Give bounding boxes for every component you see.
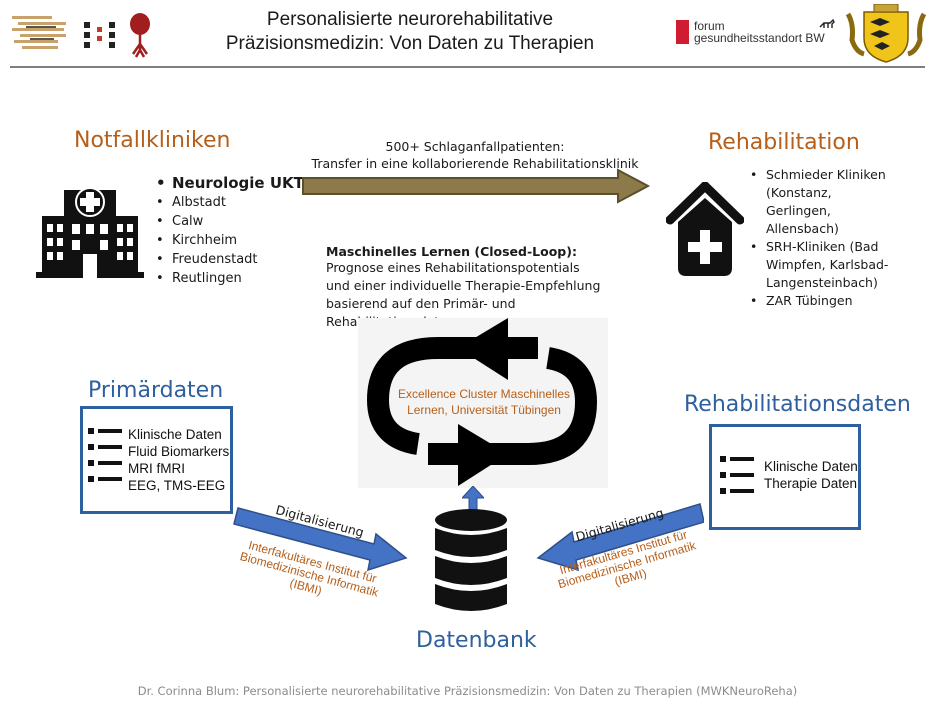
database-icon <box>435 509 507 611</box>
forum-line-1: forum <box>694 19 725 33</box>
list-icon <box>88 428 122 482</box>
ml-text-line: basierend auf den Primär- und <box>326 296 516 311</box>
header-divider <box>10 66 925 68</box>
cluster-line-1: Excellence Cluster Maschinelles <box>397 387 571 401</box>
list-item: Albstadt <box>156 193 306 212</box>
forum-line-2: gesundheitsstandort BW <box>694 31 825 45</box>
list-item: Klinische Daten <box>128 427 222 442</box>
tuebingen-logo <box>12 16 66 49</box>
rehadaten-heading: Rehabilitationsdaten <box>684 392 911 417</box>
cluster-label: Excellence Cluster Maschinelles Lernen, … <box>384 386 584 418</box>
list-item: Calw <box>156 212 306 231</box>
primaer-box <box>80 406 233 514</box>
primaer-heading: Primärdaten <box>88 378 224 403</box>
list-item: Kirchheim <box>156 231 306 250</box>
notfall-list: Neurologie UKT Albstadt Calw Kirchheim F… <box>156 174 306 288</box>
title-line-1: Personalisierte neurorehabilitative <box>266 9 554 30</box>
list-item: Neurologie UKT <box>156 174 306 193</box>
footer-text: Dr. Corinna Blum: Personalisierte neuror… <box>137 684 798 698</box>
ml-description: Maschinelles Lernen (Closed-Loop): Progn… <box>326 244 626 331</box>
hospital-building-icon <box>36 187 144 278</box>
clinic-house-icon <box>666 182 744 276</box>
list-item: Freudenstadt <box>156 250 306 269</box>
list-item: Fluid Biomarkers <box>128 444 230 459</box>
list-item: Schmieder Kliniken (Konstanz, Gerlingen,… <box>750 166 900 238</box>
list-item: MRI fMRI <box>128 461 185 476</box>
transfer-line-2: Transfer in eine kollaborierende Rehabil… <box>311 156 639 171</box>
list-item: SRH-Kliniken (Bad Wimpfen, Karlsbad-Lang… <box>750 238 900 292</box>
list-item: Therapie Daten <box>764 476 858 491</box>
list-icon <box>720 456 754 494</box>
brain-tree-logo <box>130 13 150 58</box>
ml-text-line: Prognose eines Rehabilitationspotentials <box>326 260 580 275</box>
ml-title: Maschinelles Lernen (Closed-Loop): <box>326 244 577 259</box>
digital-arrow-left <box>233 507 408 572</box>
digital-arrow-right <box>536 503 704 572</box>
closed-loop-cycle-icon <box>366 318 598 486</box>
forum-logo-mark <box>676 20 689 44</box>
list-item: ZAR Tübingen <box>750 292 900 310</box>
primaer-list: Klinische Daten Fluid Biomarkers MRI fMR… <box>128 426 229 494</box>
list-item: Klinische Daten <box>764 459 858 474</box>
transfer-line-1: 500+ Schlaganfallpatienten: <box>385 139 565 154</box>
page-title: Personalisierte neurorehabilitative Präz… <box>170 8 650 56</box>
reha-list: Schmieder Kliniken (Konstanz, Gerlingen,… <box>750 166 900 310</box>
transfer-arrow <box>302 168 651 204</box>
deer-icon <box>819 18 835 28</box>
title-line-2: Präzisionsmedizin: Von Daten zu Therapie… <box>225 33 595 54</box>
transfer-label: 500+ Schlaganfallpatienten: Transfer in … <box>290 138 660 172</box>
ml-text-line: und einer individuelle Therapie-Empfehlu… <box>326 278 601 293</box>
list-item: Reutlingen <box>156 269 306 288</box>
hih-logo <box>84 22 115 48</box>
cluster-line-2: Lernen, Universität Tübingen <box>407 403 561 417</box>
forum-logo-text: forum gesundheitsstandort BW <box>694 20 825 44</box>
bw-coat-of-arms-icon <box>845 4 927 63</box>
notfall-heading: Notfallkliniken <box>74 128 231 153</box>
datenbank-label: Datenbank <box>416 628 537 653</box>
reha-heading: Rehabilitation <box>708 130 860 155</box>
upward-arrow <box>462 486 484 526</box>
rehadaten-list: Klinische Daten Therapie Daten <box>764 458 858 492</box>
list-item: EEG, TMS-EEG <box>128 478 226 493</box>
